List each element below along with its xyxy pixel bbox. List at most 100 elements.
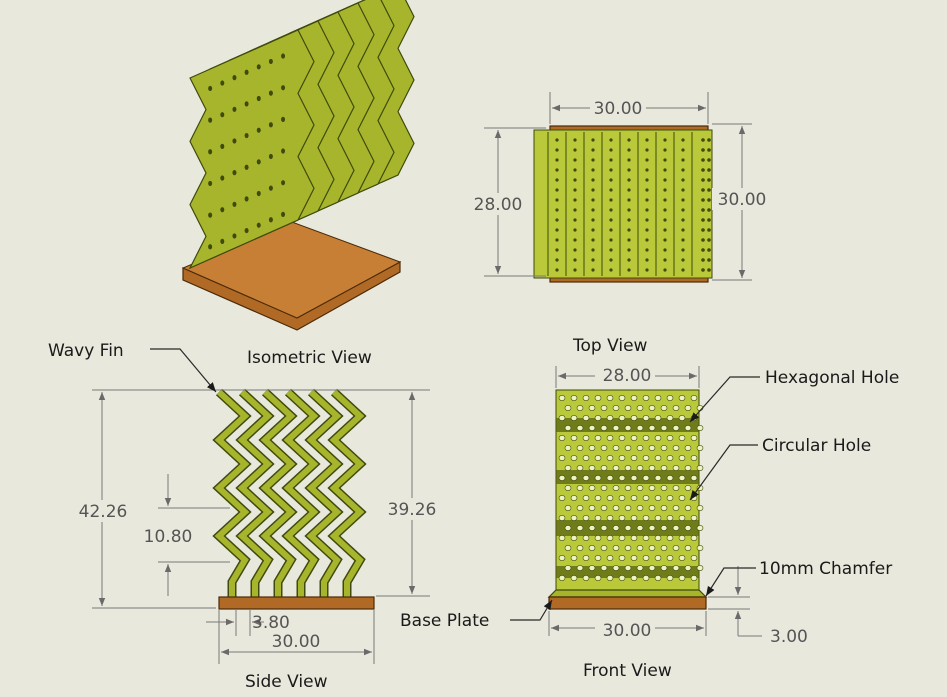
front-hole (654, 435, 662, 441)
top-hole (609, 178, 613, 182)
dim-side-wave-pitch: 10.80 (144, 527, 193, 547)
top-hole (645, 178, 649, 182)
front-hole (648, 545, 656, 551)
callouts: Wavy Fin Hexagonal Hole Circular Hole 10… (48, 341, 899, 631)
top-hole-edge (701, 188, 705, 192)
top-hole (609, 158, 613, 162)
iso-hole (281, 148, 286, 154)
top-hole (609, 168, 613, 172)
front-hole (570, 555, 578, 561)
top-hole (627, 228, 631, 232)
top-hole (645, 188, 649, 192)
front-hole (684, 485, 692, 491)
front-hole (600, 505, 608, 511)
side-fin (306, 389, 342, 597)
front-hole (642, 475, 650, 481)
front-hole (606, 535, 614, 541)
top-hole (573, 198, 577, 202)
front-hole (624, 545, 632, 551)
iso-hole (268, 90, 273, 96)
front-hole (588, 525, 596, 531)
front-hole (672, 565, 680, 571)
front-hole (642, 415, 650, 421)
top-hole (645, 148, 649, 152)
front-hole (618, 395, 626, 401)
front-hole (594, 495, 602, 501)
front-hole (660, 465, 668, 471)
front-hole (612, 445, 620, 451)
front-hole (624, 505, 632, 511)
front-hole (576, 525, 584, 531)
front-hole (576, 545, 584, 551)
front-hole (660, 525, 668, 531)
iso-hole (244, 196, 249, 202)
front-hole (630, 435, 638, 441)
top-hole (663, 228, 667, 232)
iso-hole (208, 212, 213, 218)
front-hole (588, 445, 596, 451)
front-hole (648, 445, 656, 451)
front-hole (618, 475, 626, 481)
top-hole (681, 268, 685, 272)
front-hole (618, 415, 626, 421)
front-hole (696, 505, 704, 511)
top-hole (555, 178, 559, 182)
top-hole (627, 138, 631, 142)
top-hole (609, 138, 613, 142)
top-hole (681, 188, 685, 192)
front-hole (588, 405, 596, 411)
front-hole (684, 425, 692, 431)
top-hole (609, 248, 613, 252)
top-hole (663, 178, 667, 182)
iso-hole (256, 64, 261, 70)
front-hole (594, 535, 602, 541)
iso-hole (268, 122, 273, 128)
dim-side-width: 30.00 (272, 632, 321, 652)
front-hole (564, 505, 572, 511)
front-hole (570, 435, 578, 441)
top-hole (663, 168, 667, 172)
top-hole (663, 138, 667, 142)
top-hole (573, 138, 577, 142)
top-hole (645, 218, 649, 222)
top-hole (663, 268, 667, 272)
label-isometric-view: Isometric View (247, 348, 372, 368)
top-hole (681, 198, 685, 202)
top-hole (573, 248, 577, 252)
side-view: 42.26 10.80 39.26 3.80 30.00 (72, 388, 443, 664)
front-hole (594, 575, 602, 581)
top-hole (591, 208, 595, 212)
top-hole (681, 148, 685, 152)
top-hole-edge (701, 208, 705, 212)
iso-hole (256, 190, 261, 197)
top-hole (555, 198, 559, 202)
top-hole (627, 198, 631, 202)
top-hole (681, 248, 685, 252)
dim-front-top-width: 28.00 (603, 366, 652, 386)
iso-hole (232, 201, 237, 207)
iso-hole (281, 211, 286, 217)
top-hole (609, 258, 613, 262)
front-hole (606, 495, 614, 501)
top-hole-edge (701, 138, 705, 142)
top-view: 30.00 28.00 30.00 (468, 92, 772, 283)
front-hole (600, 545, 608, 551)
dim-side-total-height: 42.26 (79, 502, 128, 522)
front-chamfer (547, 589, 708, 598)
front-hole (630, 415, 638, 421)
iso-hole (268, 185, 273, 191)
front-hole (606, 435, 614, 441)
label-side-view: Side View (245, 672, 328, 692)
front-hole (606, 515, 614, 521)
front-hole (666, 435, 674, 441)
top-hole-edge (701, 218, 705, 222)
front-hole (594, 555, 602, 561)
iso-hole (232, 233, 237, 239)
front-hole (606, 455, 614, 461)
front-hole (642, 495, 650, 501)
front-hole (600, 425, 608, 431)
front-hole (660, 565, 668, 571)
front-hole (570, 535, 578, 541)
isometric-view (181, 0, 415, 331)
top-hole-edge (707, 188, 711, 192)
